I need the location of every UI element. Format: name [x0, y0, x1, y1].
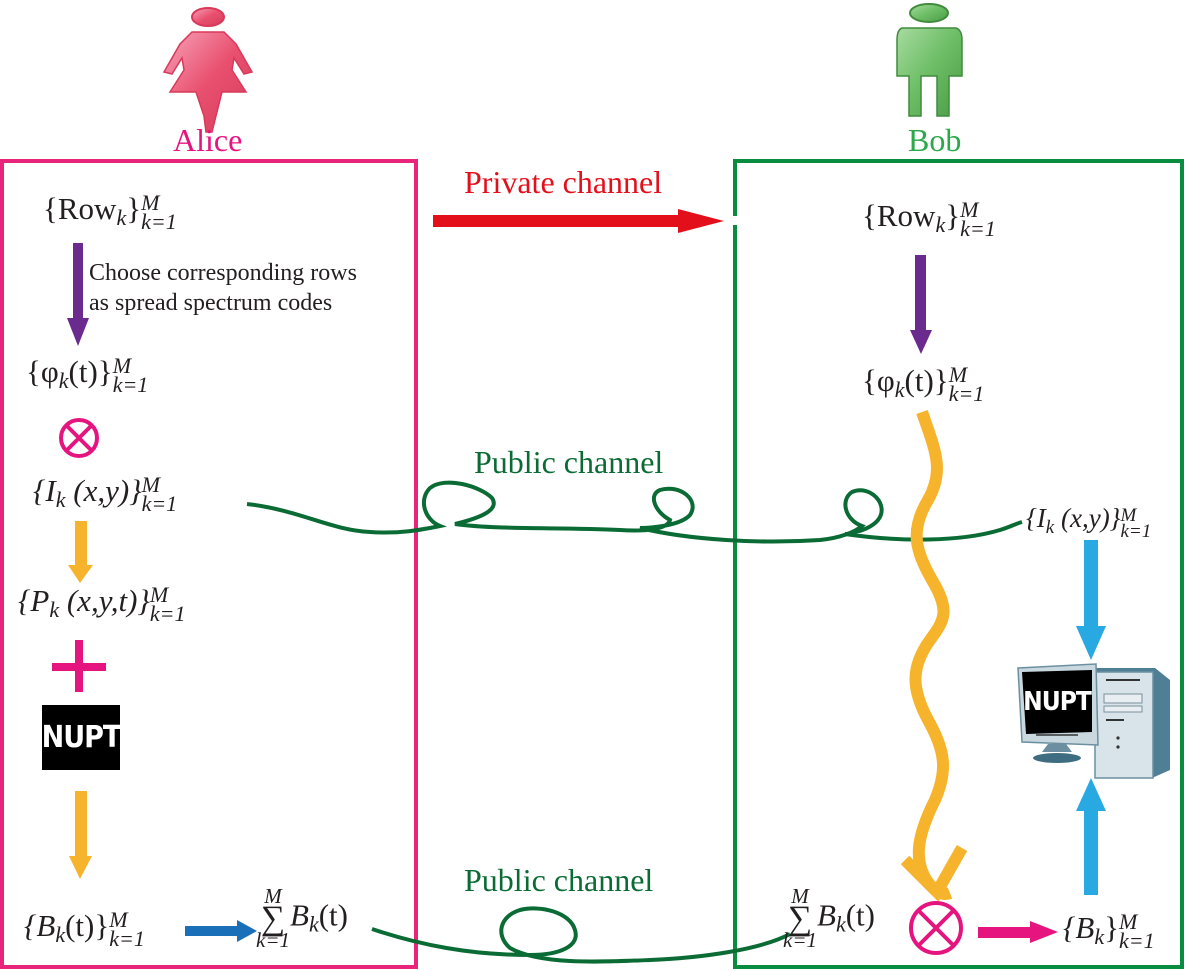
alice-step-caption: Choose corresponding rows as spread spec… [89, 260, 357, 316]
female-user-icon [162, 7, 254, 133]
public-channel-top-line [246, 480, 1023, 544]
public-channel-top-label: Public channel [474, 444, 664, 480]
alice-multiply-icon [59, 418, 99, 458]
bob-label: Bob [908, 122, 962, 158]
nupt-logo: NUPT [42, 705, 121, 770]
public-channel-bottom-line [371, 906, 791, 964]
private-channel-arrow [433, 209, 724, 233]
bob-magenta-arrow [978, 921, 1058, 943]
bob-blue-arrow-up [1076, 778, 1106, 895]
alice-orange-arrow-2 [69, 791, 92, 879]
public-channel-bottom-label: Public channel [464, 862, 654, 898]
alice-purple-arrow [67, 243, 89, 346]
bob-purple-arrow [910, 255, 932, 354]
alice-blue-arrow [185, 920, 257, 942]
computer-icon [1017, 663, 1170, 779]
alice-box [0, 159, 418, 969]
male-user-icon [896, 3, 963, 117]
bob-blue-arrow-down [1076, 540, 1106, 660]
bob-orange-wavy-arrow [900, 410, 968, 902]
alice-label: Alice [173, 122, 243, 158]
bob-multiply-icon [909, 901, 963, 955]
alice-orange-arrow-1 [68, 521, 93, 583]
private-channel-label: Private channel [464, 164, 663, 200]
bob-box [733, 159, 1184, 969]
computer-screen-text: NUPT [1023, 687, 1092, 717]
plus-icon [52, 640, 106, 692]
